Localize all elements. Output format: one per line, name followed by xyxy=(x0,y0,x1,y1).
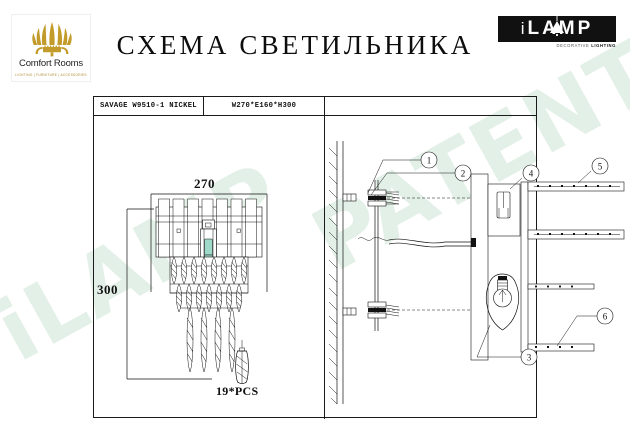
callout-1-number: 1 xyxy=(427,156,432,166)
wall-anchor-lower xyxy=(342,307,357,316)
crystal-pendant-icon xyxy=(235,340,249,384)
crystal-count-label: 19*PCS xyxy=(216,384,259,398)
callout-6: 6 xyxy=(556,307,614,347)
spec-model-cell: SAVAGE W9510-1 NICKEL xyxy=(94,97,204,115)
callout-2-number: 2 xyxy=(461,169,466,179)
ilamp-logo-prefix: i xyxy=(520,19,528,38)
light-bulb-icon xyxy=(486,273,519,331)
hatched-wall-icon xyxy=(328,141,344,405)
crystal-tier-1 xyxy=(171,256,247,285)
frame-divider xyxy=(324,97,325,419)
height-dimension-bracket xyxy=(126,208,212,380)
installation-exploded-view: 1 2 3 4 xyxy=(325,116,625,418)
back-plate xyxy=(470,173,489,361)
width-dimension-bracket xyxy=(150,193,268,292)
width-dimension-label: 270 xyxy=(194,176,215,191)
wiring xyxy=(357,237,471,248)
mounting-screw-lower xyxy=(367,301,400,319)
callout-6-number: 6 xyxy=(603,312,608,322)
spec-title-bar-right xyxy=(325,97,537,116)
alignment-guides xyxy=(387,197,471,311)
comfort-rooms-name: Comfort Rooms xyxy=(19,58,83,69)
spec-dimensions-cell: W270*E160*H300 xyxy=(231,102,297,110)
callout-4: 4 xyxy=(509,164,540,190)
lamp-shade-icon xyxy=(550,16,564,37)
front-elevation-view: 270 300 19*PCS xyxy=(94,116,324,418)
callout-2: 2 xyxy=(370,164,472,196)
callout-3-number: 3 xyxy=(527,353,532,363)
comfort-rooms-tagline: LIGHTING | FURNITURE | ACCESSORIES xyxy=(15,73,87,77)
height-dimension-label: 300 xyxy=(97,282,118,297)
crystal-tier-3 xyxy=(186,307,236,373)
callout-1: 1 xyxy=(367,151,438,194)
page-header: Comfort Rooms LIGHTING | FURNITURE | ACC… xyxy=(0,0,630,92)
crown-fan-icon xyxy=(12,20,90,58)
callout-3: 3 xyxy=(476,324,538,366)
ilamp-tagline: DECORATIVE LIGHTING xyxy=(498,43,616,48)
frame-parts xyxy=(520,181,625,353)
callout-5-number: 5 xyxy=(598,162,603,172)
callout-4-number: 4 xyxy=(529,169,534,179)
ilamp-tagline-light: DECORATIVE xyxy=(556,43,592,48)
wall-anchor-upper xyxy=(342,193,357,202)
ilamp-logo: iLAMP xyxy=(498,16,616,42)
drawing-frame: SAVAGE W9510-1 NICKEL W270*E160*H300 xyxy=(93,96,625,419)
comfort-rooms-logo: Comfort Rooms LIGHTING | FURNITURE | ACC… xyxy=(11,14,91,82)
spec-title-bar: SAVAGE W9510-1 NICKEL W270*E160*H300 xyxy=(94,97,324,116)
callout-5: 5 xyxy=(577,157,609,184)
ilamp-tagline-bold: LIGHTING xyxy=(591,43,616,48)
terminal-block xyxy=(487,183,521,237)
page-title: СХЕМА СВЕТИЛЬНИКА xyxy=(116,30,474,60)
